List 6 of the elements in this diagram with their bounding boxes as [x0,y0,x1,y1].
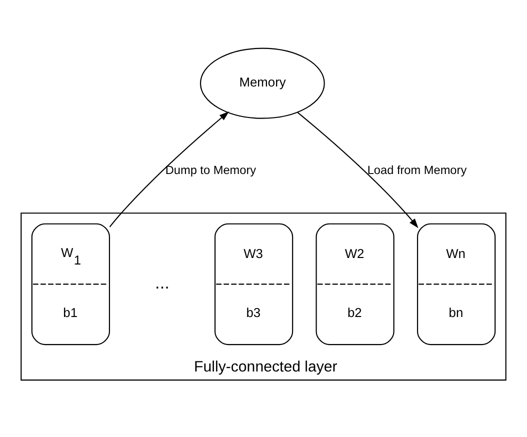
arrow [109,111,230,228]
node-ellipse: Memory [200,48,325,119]
edge-label: Load from Memory [367,163,467,178]
label: ... [155,272,170,292]
arrow [297,112,418,228]
edge-label: Dump to Memory [165,163,256,178]
